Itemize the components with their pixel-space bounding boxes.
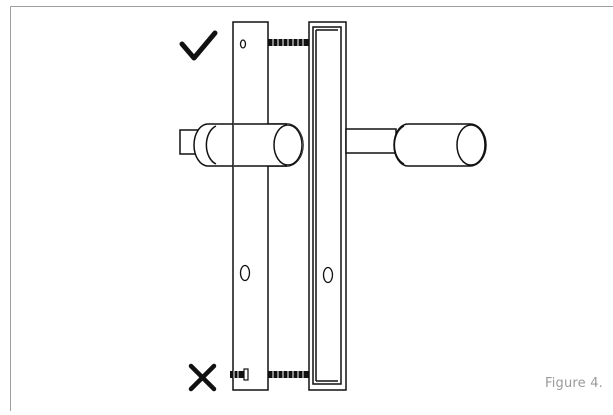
top-screw-hole bbox=[241, 40, 246, 48]
left-backplate bbox=[233, 22, 268, 390]
right-keyhole bbox=[324, 268, 333, 283]
keyhole bbox=[241, 266, 250, 281]
right-lever-handle bbox=[346, 124, 486, 166]
figure-caption: Figure 4. bbox=[545, 376, 603, 391]
check-mark-icon bbox=[182, 33, 215, 58]
right-backplate bbox=[309, 22, 346, 390]
cross-mark-icon bbox=[191, 366, 214, 389]
